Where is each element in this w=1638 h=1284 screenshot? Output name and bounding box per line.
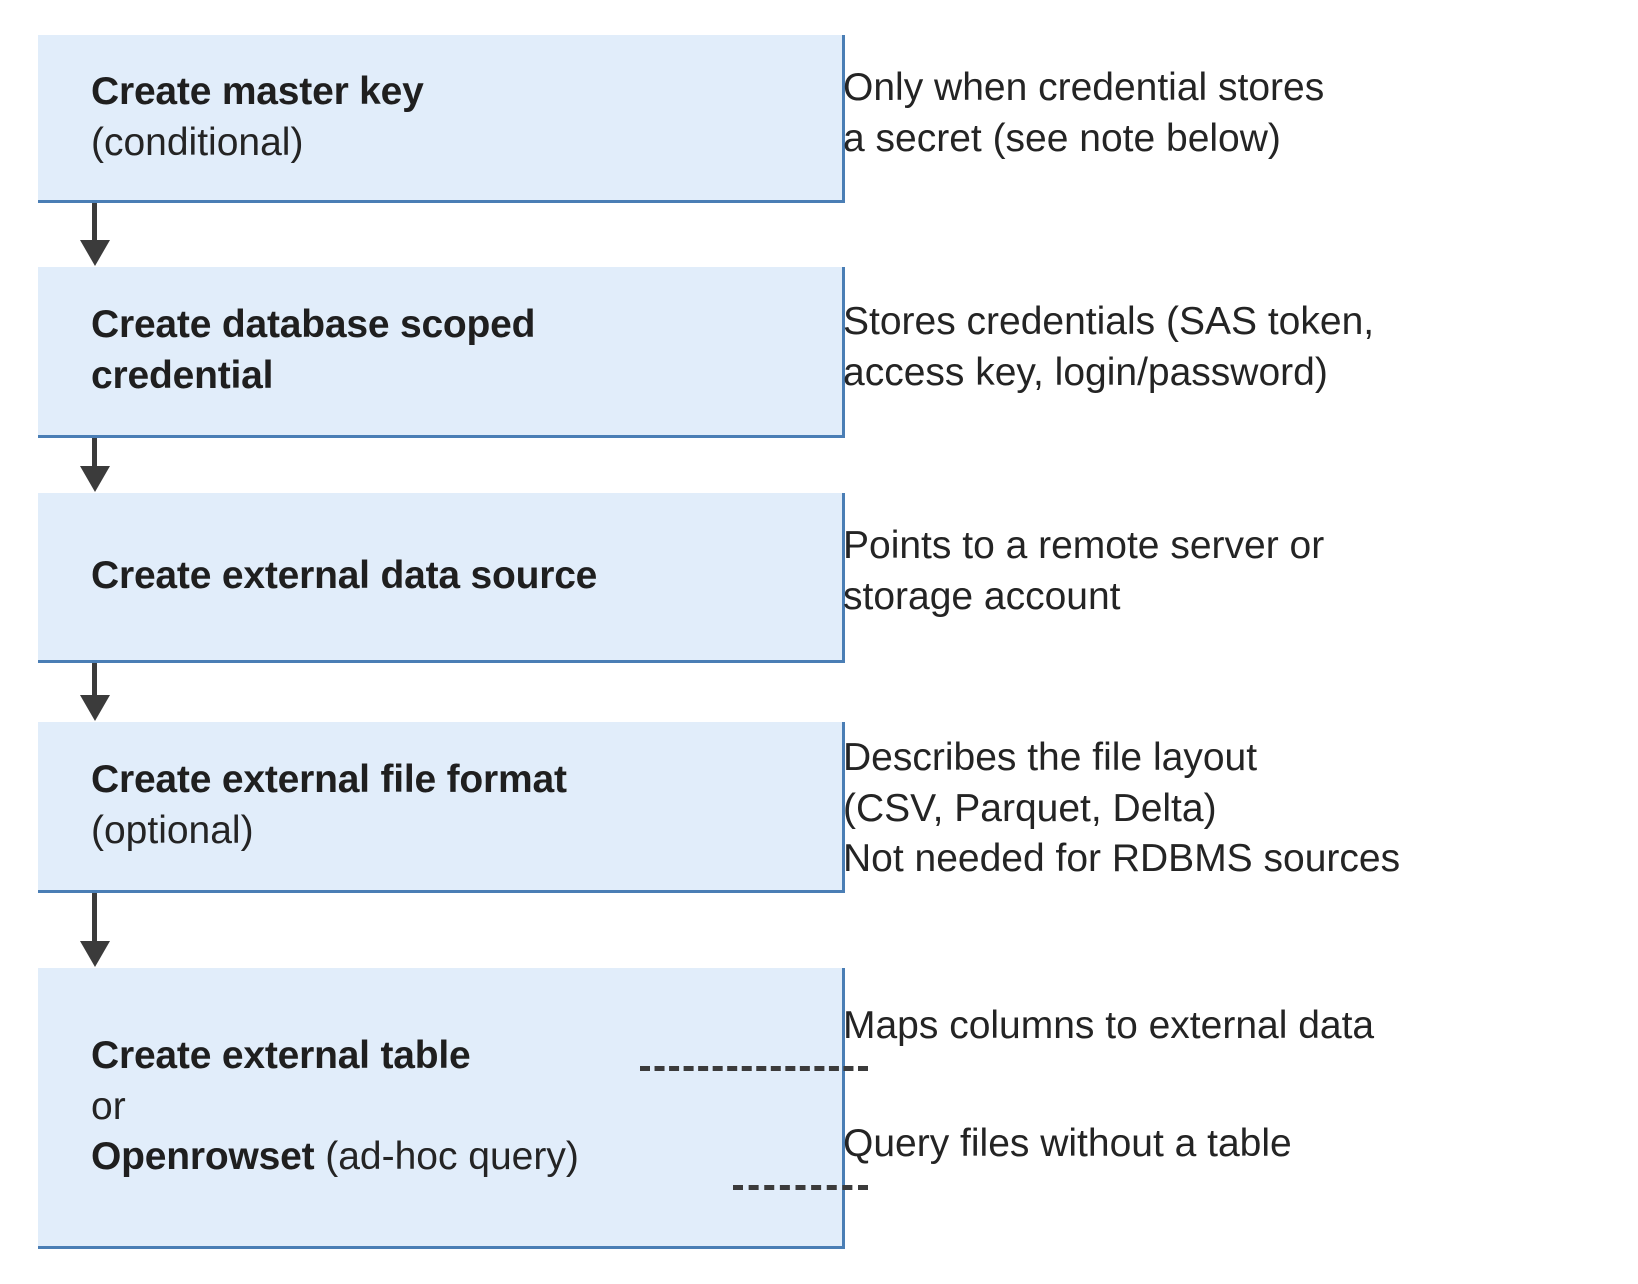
arrow-head <box>80 695 110 721</box>
flow-step-create-external-data-source: Create external data source <box>38 493 845 663</box>
flow-step-content: Create external file format (optional) <box>38 755 842 856</box>
dashed-leader-line-openrowset <box>733 1185 868 1190</box>
flow-note-openrowset: Query files without a table <box>843 1122 1292 1165</box>
flow-step-openrowset-line: Openrowset (ad-hoc query) <box>91 1132 824 1183</box>
arrow-down-icon <box>80 203 110 266</box>
flow-step-content: Create master key (conditional) <box>38 67 842 168</box>
arrow-down-icon <box>80 438 110 492</box>
arrow-head <box>80 240 110 266</box>
flow-note-create-external-table: Maps columns to external data <box>843 1004 1375 1047</box>
arrow-head <box>80 941 110 967</box>
flow-step-title: Create master key <box>91 69 424 113</box>
flow-step-title-openrowset: Openrowset <box>91 1135 315 1179</box>
flow-step-openrowset-qualifier: (ad-hoc query) <box>314 1135 579 1179</box>
flow-note-create-master-key: Only when credential stores a secret (se… <box>843 66 1325 160</box>
flow-step-content: Create external data source <box>38 551 842 602</box>
arrow-head <box>80 466 110 492</box>
flow-note-create-database-scoped-credential: Stores credentials (SAS token, access ke… <box>843 300 1375 394</box>
flow-step-create-database-scoped-credential: Create database scoped credential <box>38 267 845 438</box>
flow-step-content: Create database scoped credential <box>38 300 842 401</box>
flow-step-title-external-table: Create external table <box>91 1033 471 1077</box>
flow-step-or-label: or <box>91 1084 126 1128</box>
flow-note-create-external-file-format: Describes the file layout (CSV, Parquet,… <box>843 736 1401 881</box>
arrow-shaft <box>92 893 97 941</box>
arrow-shaft <box>92 438 97 466</box>
flow-note-create-external-data-source: Points to a remote server or storage acc… <box>843 524 1325 618</box>
flow-step-title: Create external file format <box>91 758 567 802</box>
flow-step-create-external-table-or-openrowset: Create external table or Openrowset (ad-… <box>38 968 845 1249</box>
flow-step-subtitle: (conditional) <box>91 120 304 164</box>
flow-step-title: Create database scoped credential <box>91 303 536 397</box>
arrow-shaft <box>92 663 97 695</box>
arrow-down-icon <box>80 663 110 721</box>
flow-step-title: Create external data source <box>91 554 598 598</box>
flow-step-subtitle: (optional) <box>91 809 254 852</box>
dashed-leader-line-external-table <box>640 1066 868 1071</box>
arrow-shaft <box>92 203 97 240</box>
flow-step-create-external-file-format: Create external file format (optional) <box>38 722 845 893</box>
flow-step-create-master-key: Create master key (conditional) <box>38 35 845 203</box>
flow-step-content: Create external table or Openrowset (ad-… <box>38 1031 842 1183</box>
arrow-down-icon <box>80 893 110 967</box>
